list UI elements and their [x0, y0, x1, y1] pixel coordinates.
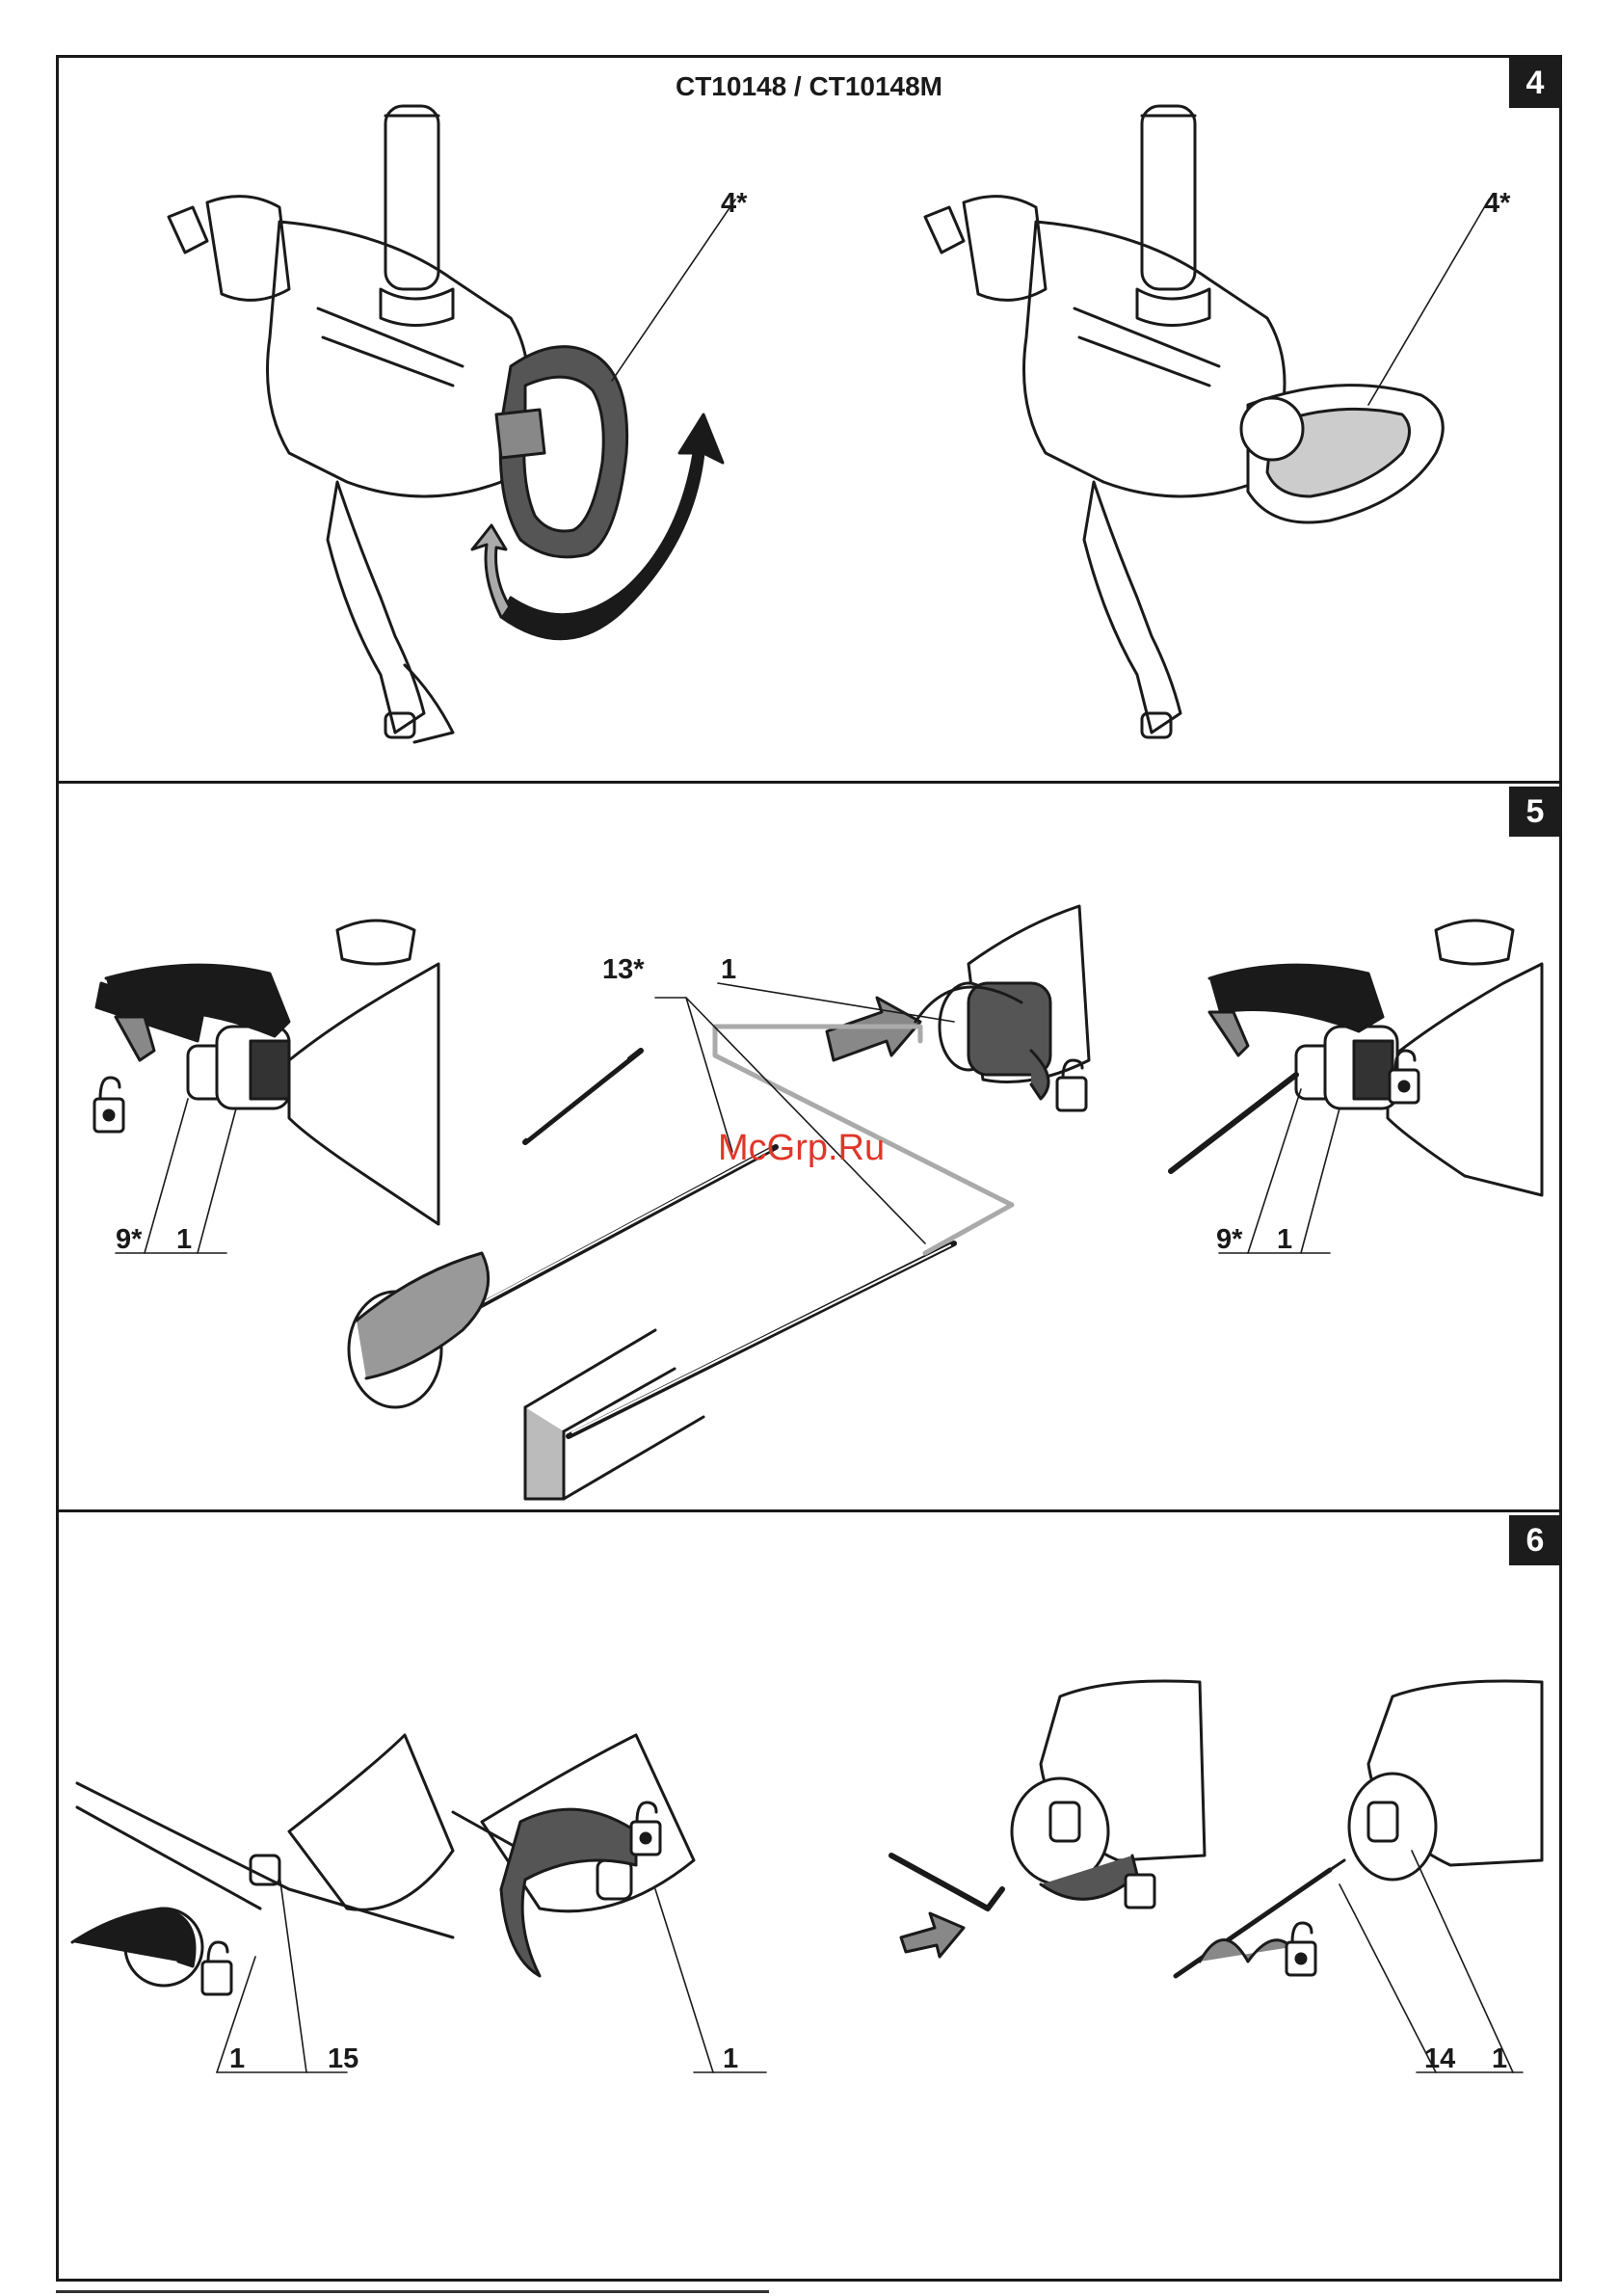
callout-chuck-right: 1: [1277, 1224, 1292, 1256]
drill-chuck-6-a: [72, 1735, 453, 2072]
callout-mixer-paddle: 13*: [602, 954, 645, 986]
drill-illustration-4-right: [925, 106, 1285, 737]
side-handle-4-right: [1241, 386, 1443, 522]
footer-rule: [56, 2290, 769, 2293]
drill-illustration-4-left: [169, 106, 528, 742]
callout-side-handle-right: 4*: [1484, 188, 1510, 220]
drill-chuck-6-b: [453, 1735, 766, 2072]
callout-chuck-key-right: 9*: [1216, 1224, 1242, 1256]
callout-chuck-6d: 1: [1492, 2043, 1507, 2075]
callout-chuck-key-left: 9*: [116, 1224, 142, 1256]
callout-side-handle-left: 4*: [721, 188, 747, 220]
callout-spindle-6a: 15: [328, 2043, 358, 2075]
callout-chuck-6a: 1: [229, 2043, 245, 2075]
drill-chuck-6-c: [891, 1681, 1205, 1957]
side-handle-4-left: [496, 347, 627, 557]
callout-chuck-left: 1: [176, 1224, 192, 1256]
drill-chuck-6-d: [1176, 1681, 1542, 2072]
drill-chuck-5-right: [1171, 921, 1542, 1253]
callout-chuck-center: 1: [721, 954, 736, 986]
callout-chuck-6b: 1: [723, 2043, 738, 2075]
watermark: McGrp.Ru: [718, 1128, 885, 1169]
drill-chuck-5-left: [94, 921, 438, 1253]
callout-bit-6d: 14: [1424, 2043, 1455, 2075]
